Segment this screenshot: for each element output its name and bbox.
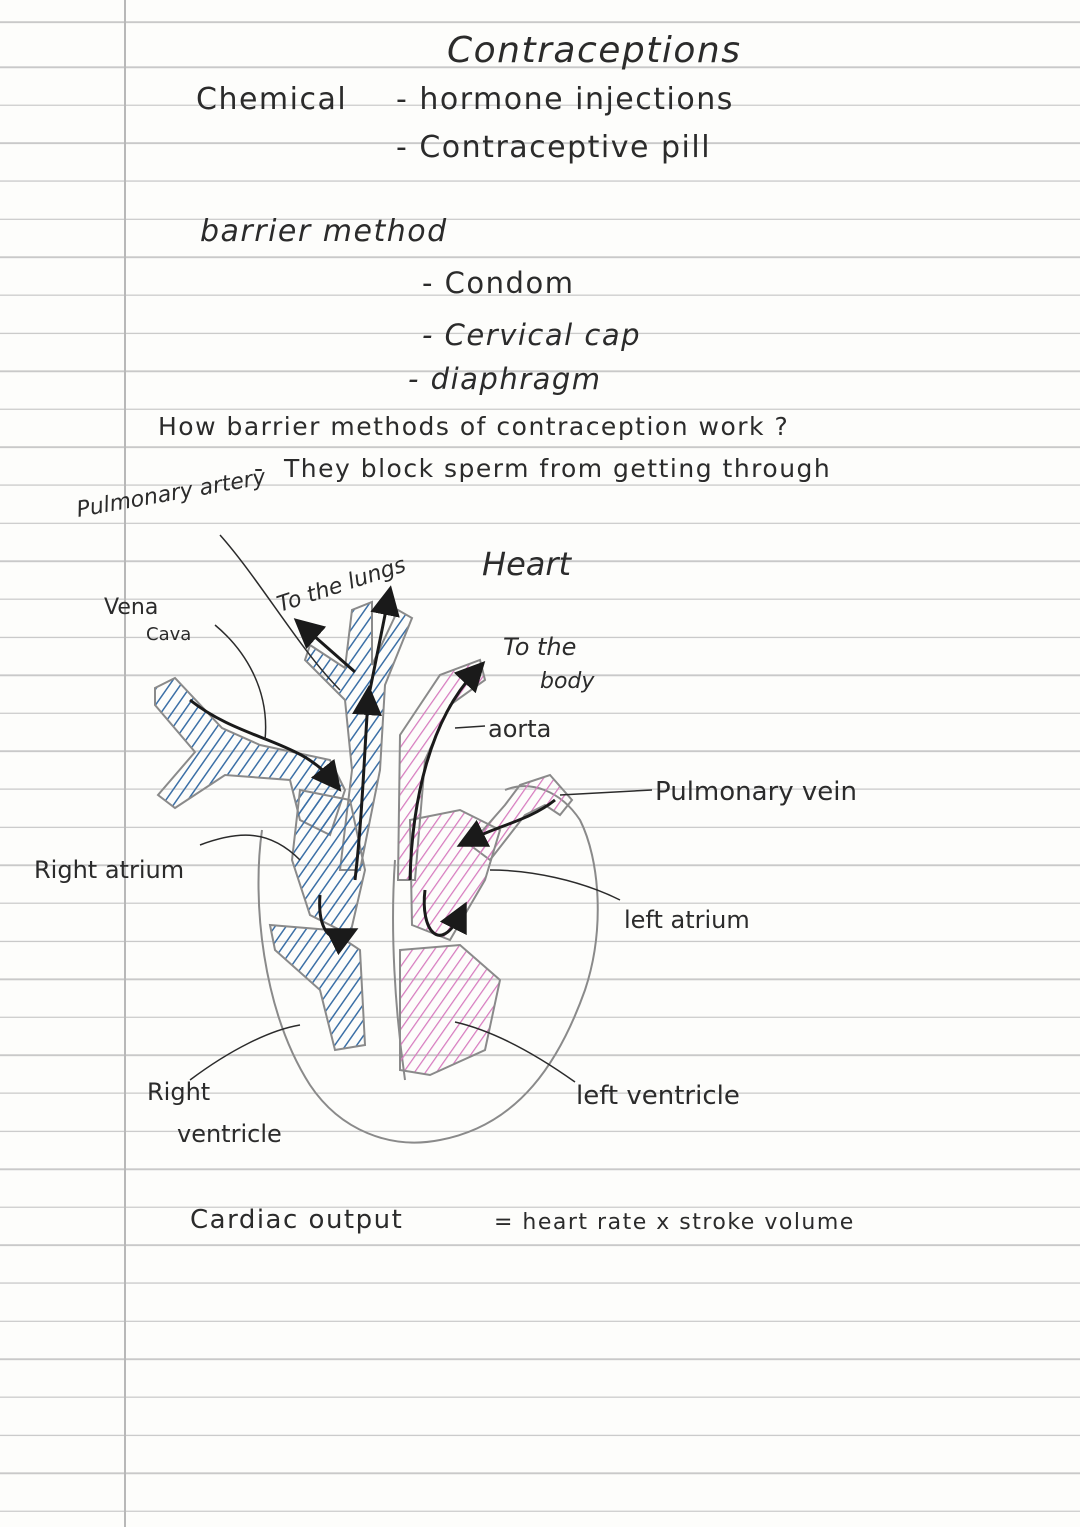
- barrier-label: barrier method: [200, 214, 448, 249]
- label-heart-title: Heart: [482, 545, 573, 583]
- left-atrium-chamber: [408, 808, 502, 942]
- label-right-atrium: Right atrium: [34, 856, 184, 884]
- leader-right-atrium: [199, 834, 301, 861]
- leader-right-ventricle: [189, 1024, 301, 1081]
- arrow-pulmonary-vein-flow: [456, 798, 556, 847]
- left-ventricle-chamber: [399, 943, 502, 1077]
- label-pulmonary-artery: Pulmonary artery: [75, 465, 269, 523]
- leader-aorta: [454, 725, 486, 729]
- chemical-label: Chemical: [196, 82, 348, 117]
- chemical-item-hormone-injections: - hormone injections: [396, 82, 734, 117]
- leader-left-ventricle: [454, 1021, 576, 1083]
- page-title: Contraceptions: [447, 30, 742, 71]
- leader-pulmonary-vein: [559, 789, 653, 796]
- formula-rhs: = heart rate x stroke volume: [494, 1210, 855, 1235]
- arrow-to-lungs-left: [293, 618, 356, 674]
- arrow-up-pulmonary-artery: [352, 685, 382, 881]
- label-to-the-lungs: To the lungs: [274, 553, 409, 618]
- arrow-aorta-to-body: [408, 661, 486, 881]
- arrow-left-heart-down-up: [422, 889, 467, 937]
- question-text: How barrier methods of contraception wor…: [158, 412, 790, 441]
- arrow-to-lungs-right: [368, 585, 400, 691]
- answer-dash: -: [254, 454, 265, 483]
- formula-lhs: Cardiac output: [190, 1205, 404, 1235]
- label-vena-cava-line1: Vena: [104, 595, 158, 620]
- chemical-item-contraceptive-pill: - Contraceptive pill: [396, 130, 712, 165]
- leader-left-atrium: [489, 869, 621, 901]
- heart-outline: [257, 785, 599, 1144]
- label-to-the-body-line1: To the: [503, 633, 576, 661]
- leader-pulmonary-artery: [219, 534, 341, 691]
- margin-line: [124, 0, 126, 1527]
- arrow-right-atrium-down: [318, 894, 359, 956]
- label-right-ventricle-line2: ventricle: [177, 1120, 282, 1148]
- label-left-atrium: left atrium: [624, 906, 750, 934]
- barrier-item-diaphragm: - diaphragm: [408, 362, 602, 396]
- leader-vena-cava: [214, 624, 267, 741]
- pulmonary-artery: [303, 600, 414, 871]
- label-to-the-body-line2: body: [540, 669, 595, 694]
- label-left-ventricle: left ventricle: [576, 1081, 740, 1111]
- barrier-item-condom: - Condom: [422, 266, 575, 300]
- barrier-item-cervical-cap: - Cervical cap: [422, 318, 642, 352]
- label-pulmonary-vein: Pulmonary vein: [655, 777, 857, 807]
- arrow-vena-cava-flow: [189, 698, 342, 792]
- answer-text: They block sperm from getting through: [284, 454, 832, 483]
- label-vena-cava-line2: Cava: [146, 624, 191, 645]
- label-aorta: aorta: [488, 715, 551, 743]
- label-right-ventricle-line1: Right: [147, 1078, 210, 1106]
